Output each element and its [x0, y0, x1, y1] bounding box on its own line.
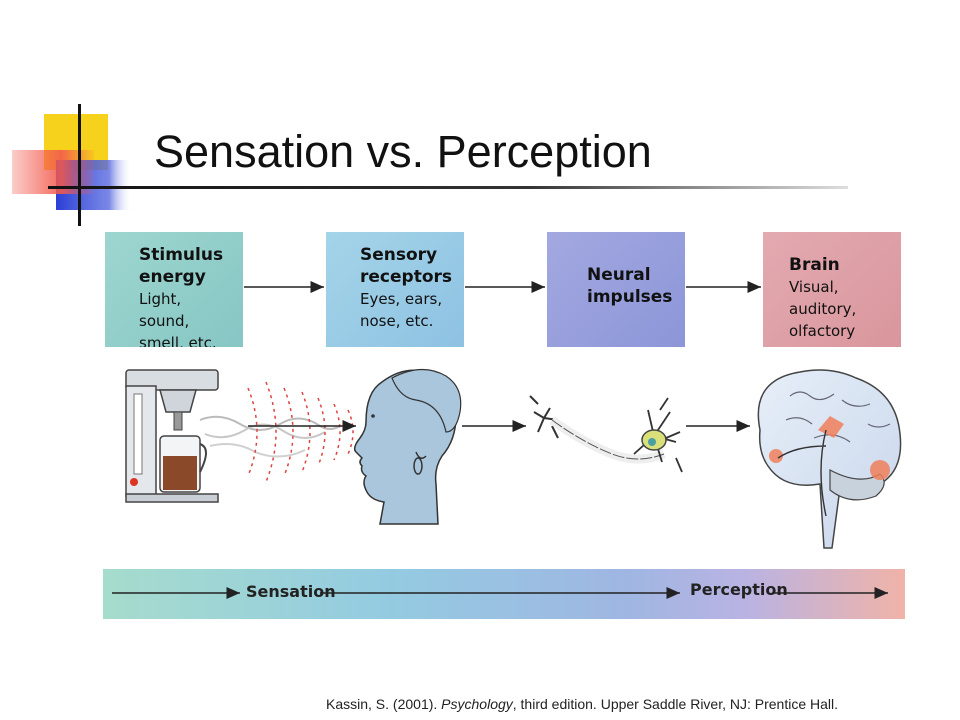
neural-impulses-box: Neural impulses: [547, 232, 685, 347]
stimulus-energy-box: Stimulus energy Light, sound, smell, etc…: [105, 232, 243, 347]
box-heading: energy: [139, 267, 206, 287]
sensation-label: Sensation: [246, 582, 336, 601]
box-detail: Eyes, ears,: [360, 290, 443, 308]
citation-prefix: Kassin, S. (2001).: [326, 696, 442, 712]
citation-book-title: Psychology: [441, 696, 513, 712]
box-heading: Stimulus: [139, 245, 224, 265]
brain-box: Brain Visual, auditory, olfactory areas: [763, 232, 901, 347]
box-heading: Brain: [789, 255, 840, 275]
box-detail: nose, etc.: [360, 312, 434, 330]
human-head-icon: [353, 368, 462, 525]
stimulus-waves: [199, 381, 354, 483]
box-detail: olfactory areas: [789, 322, 856, 347]
citation: Kassin, S. (2001). Psychology, third edi…: [326, 696, 838, 712]
box-heading: receptors: [360, 267, 452, 287]
coffee-maker-icon: [125, 369, 219, 503]
perception-label: Perception: [690, 580, 788, 599]
sensory-receptors-box: Sensory receptors Eyes, ears, nose, etc.: [326, 232, 464, 347]
box-heading: impulses: [587, 287, 673, 307]
neuron-icon: [529, 395, 683, 473]
box-detail: Light, sound,: [139, 290, 190, 330]
box-detail: Visual, auditory,: [789, 278, 857, 318]
title-decoration: [12, 104, 132, 226]
slide-title: Sensation vs. Perception: [154, 126, 652, 177]
box-heading: Neural: [587, 265, 651, 285]
box-detail: smell, etc.: [139, 334, 217, 347]
box-heading: Sensory: [360, 245, 438, 265]
brain-icon: [757, 369, 902, 549]
citation-suffix: , third edition. Upper Saddle River, NJ:…: [512, 696, 839, 712]
title-underline: [48, 186, 848, 189]
vertical-rule: [78, 104, 81, 226]
